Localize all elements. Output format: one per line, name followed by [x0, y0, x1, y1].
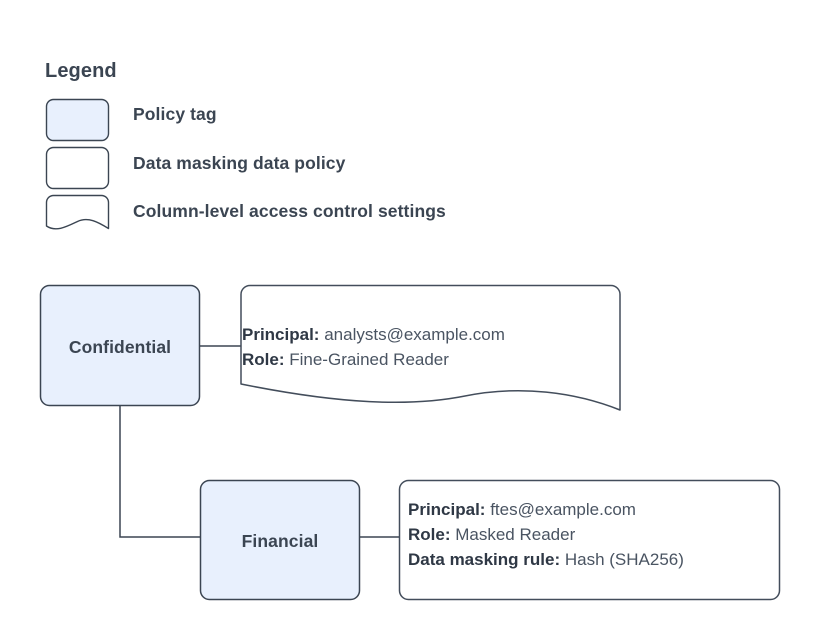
- legend-swatch-policy-tag: [45, 98, 110, 142]
- node-confidential[interactable]: [39, 284, 201, 407]
- note-row-value: Fine-Grained Reader: [289, 350, 449, 369]
- legend-label-column-level-settings: Column-level access control settings: [133, 201, 446, 221]
- note-financial-policy[interactable]: [398, 479, 781, 601]
- legend-title: Legend: [45, 60, 117, 82]
- note-row-key: Data masking rule:: [408, 550, 561, 569]
- note-row-key: Role:: [242, 350, 285, 369]
- legend-label-data-masking-policy: Data masking data policy: [133, 153, 346, 173]
- node-label-confidential: Confidential: [68, 337, 172, 357]
- note-row-value: Hash (SHA256): [564, 550, 684, 569]
- note-text-confidential-settings: Principal: analysts@example.com Role: Fi…: [242, 322, 505, 372]
- note-row-key: Principal:: [242, 325, 320, 344]
- note-row: Data masking rule: Hash (SHA256): [408, 547, 684, 572]
- note-row: Principal: analysts@example.com: [242, 322, 505, 347]
- note-row: Role: Fine-Grained Reader: [242, 347, 505, 372]
- legend-swatch-data-masking-policy: [45, 146, 110, 190]
- note-row-key: Role:: [408, 525, 451, 544]
- note-row-value: Masked Reader: [455, 525, 576, 544]
- note-text-financial-policy: Principal: ftes@example.com Role: Masked…: [408, 497, 684, 572]
- note-row: Role: Masked Reader: [408, 522, 684, 547]
- note-row-value: analysts@example.com: [324, 325, 505, 344]
- node-financial[interactable]: [199, 479, 361, 601]
- note-row-value: ftes@example.com: [490, 500, 636, 519]
- note-confidential-settings[interactable]: [240, 284, 621, 411]
- node-label-financial: Financial: [241, 531, 319, 551]
- legend-swatch-column-level-settings: [45, 194, 110, 230]
- edge-confidential-to-financial: [119, 406, 200, 538]
- legend-label-policy-tag: Policy tag: [133, 104, 217, 124]
- note-row: Principal: ftes@example.com: [408, 497, 684, 522]
- note-row-key: Principal:: [408, 500, 486, 519]
